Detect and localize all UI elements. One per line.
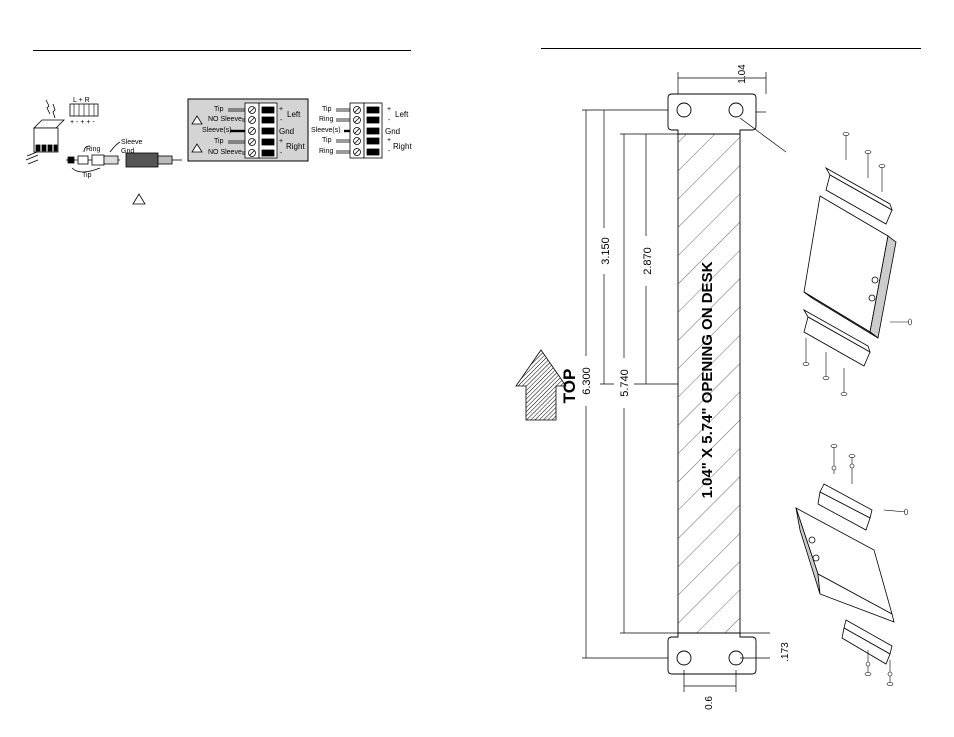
unbalanced-mark: +: [387, 137, 391, 144]
unbalanced-mark: +: [387, 106, 391, 113]
jack-sleeve-label: Sleeve: [121, 139, 143, 146]
dim-overall-b: 6.300: [581, 367, 593, 395]
balanced-terminal-block: [245, 103, 277, 158]
balanced-row-label: NO Sleeve: [208, 116, 242, 123]
dim-hole-offset: 0.6: [704, 696, 715, 710]
device-bracket-illustration-2: [796, 445, 908, 686]
unbalanced-row-label: Sleeve(s): [311, 127, 341, 134]
unbalanced-mark: -: [388, 117, 391, 124]
dim-inner-b: 5.740: [619, 369, 631, 397]
device-bracket-illustration-1: [803, 133, 912, 396]
balanced-left-label: Left: [287, 110, 301, 119]
wiring-diagrams: L + R + - + + - Ring Tip Sleeve Gnd Tip …: [0, 0, 470, 737]
jack-ring-label: Ring: [86, 146, 101, 153]
dim-width: 1.04: [737, 64, 748, 84]
unbalanced-right-label: Right: [393, 142, 412, 151]
warning-icon: [133, 194, 145, 204]
top-label: TOP: [560, 369, 579, 404]
svg-text:+ - + + -: + - + + -: [70, 119, 95, 126]
dim-inner-a: 2.870: [642, 247, 654, 275]
terminal-block-illustration: L + R + - + + -: [26, 97, 98, 164]
jack-gnd-label: Gnd: [121, 148, 134, 155]
top-arrow-icon: [516, 350, 566, 420]
balanced-row-label: Tip: [214, 106, 224, 113]
svg-text:L + R: L + R: [73, 97, 90, 104]
unbalanced-row-label: Tip: [322, 137, 332, 144]
balanced-row-label: Tip: [214, 138, 224, 145]
stereo-jack-illustration: [66, 142, 182, 172]
mounting-template-diagram: 1.04" X 5.74" OPENING ON DESK 1.04 0.6 .…: [470, 0, 954, 737]
dim-overall-a: 3.150: [600, 237, 612, 265]
dim-edge: .173: [780, 642, 791, 662]
balanced-mark: +: [279, 106, 283, 113]
unbalanced-gnd-label: Gnd: [385, 127, 400, 136]
unbalanced-left-label: Left: [395, 110, 409, 119]
unbalanced-terminal-block: [350, 103, 382, 158]
jack-tip-label: Tip: [82, 172, 92, 179]
unbalanced-row-label: Ring: [319, 148, 334, 155]
unbalanced-row-label: Ring: [319, 116, 334, 123]
balanced-row-label: NO Sleeve: [208, 149, 242, 156]
balanced-right-label: Right: [286, 142, 305, 151]
mounting-tab-top: [668, 94, 756, 134]
mounting-tab-bottom: [668, 633, 756, 674]
balanced-row-label: Sleeve(s): [202, 127, 232, 134]
unbalanced-row-label: Tip: [322, 106, 332, 113]
balanced-gnd-label: Gnd: [279, 127, 294, 136]
unbalanced-mark: -: [388, 148, 391, 155]
opening-label: 1.04" X 5.74" OPENING ON DESK: [699, 261, 716, 498]
balanced-mark: +: [279, 138, 283, 145]
